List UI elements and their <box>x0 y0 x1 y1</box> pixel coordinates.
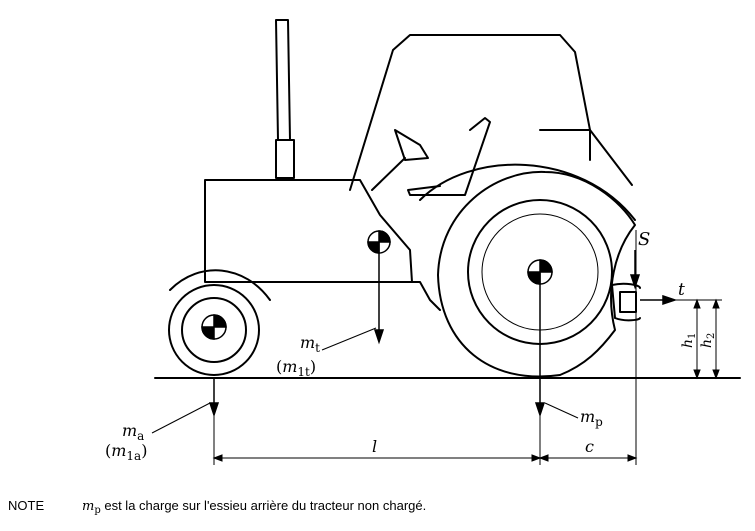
front-frame <box>214 281 441 311</box>
hitch <box>611 282 641 322</box>
label-mt: mt <box>300 333 320 355</box>
label-t: t <box>678 280 685 300</box>
rear-tire <box>437 170 636 378</box>
steering-wheel <box>394 129 429 161</box>
steering-column <box>371 157 406 191</box>
exhaust-base <box>275 139 295 179</box>
label-c: c <box>585 437 594 456</box>
label-ma: ma <box>122 421 144 443</box>
leader-ma <box>151 402 211 434</box>
label-h2: h2 <box>699 333 717 348</box>
note-text: mp est la charge sur l'essieu arrière du… <box>82 498 426 516</box>
label-h1: h1 <box>680 333 698 348</box>
note-prefix: NOTE <box>8 498 44 513</box>
seat <box>407 117 491 196</box>
label-m1t: (m1t) <box>276 357 316 379</box>
leader-mp <box>544 402 579 419</box>
engine-hood <box>204 179 413 283</box>
front-rim <box>181 297 247 363</box>
cg-symbols <box>201 230 553 340</box>
front-tire <box>168 284 260 376</box>
label-l: l <box>372 437 377 456</box>
label-S: S <box>638 229 650 250</box>
label-m1a: (m1a) <box>105 441 147 463</box>
leader-mt <box>321 327 377 351</box>
label-mp: mp <box>580 407 603 429</box>
exhaust-pipe <box>275 19 291 141</box>
cab-back-box <box>539 129 591 161</box>
front-fender <box>169 269 271 301</box>
